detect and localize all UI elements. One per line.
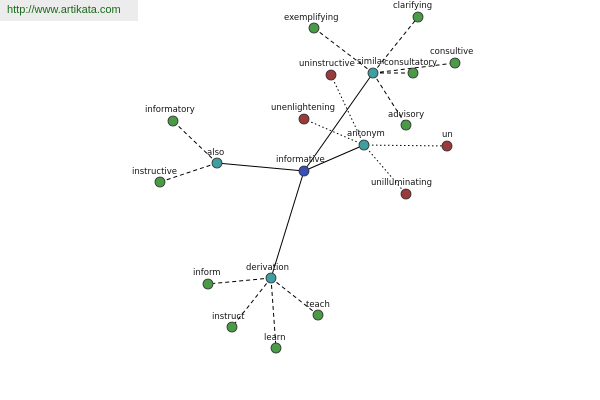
node-label-informative[interactable]: informative <box>276 155 325 165</box>
node-uninstructive[interactable] <box>325 69 337 81</box>
node-unilluminating[interactable] <box>400 188 412 200</box>
node-label-consultive[interactable]: consultive <box>430 47 473 57</box>
node-label-uninstructive[interactable]: uninstructive <box>299 59 355 69</box>
node-unenlightening[interactable] <box>298 113 310 125</box>
node-similar[interactable] <box>367 67 379 79</box>
edge-also-informatory <box>172 120 218 164</box>
node-label-derivation[interactable]: derivation <box>246 263 289 273</box>
node-label-clarifying[interactable]: clarifying <box>393 1 432 11</box>
edge-similar-exemplifying <box>313 27 374 74</box>
edge-antonym-unenlightening <box>303 118 365 146</box>
edge-similar-advisory <box>372 72 407 126</box>
node-label-instruct[interactable]: instruct <box>212 312 245 322</box>
edge-informative-similar <box>303 72 374 172</box>
edge-informative-derivation <box>270 170 305 279</box>
node-label-instructive[interactable]: instructive <box>132 167 177 177</box>
node-antonym[interactable] <box>358 139 370 151</box>
node-consultive[interactable] <box>449 57 461 69</box>
node-label-exemplifying[interactable]: exemplifying <box>284 13 339 23</box>
node-label-inform[interactable]: inform <box>193 268 221 278</box>
node-label-similar[interactable]: similar <box>357 57 386 67</box>
edge-antonym-uninstructive <box>330 74 365 146</box>
graph-labels: informative similar antonym also derivation e… <box>132 1 473 343</box>
edge-antonym-un <box>363 144 448 147</box>
site-url-banner[interactable]: http://www.artikata.com <box>0 0 138 21</box>
node-label-advisory[interactable]: advisory <box>388 110 424 120</box>
node-exemplifying[interactable] <box>308 22 320 34</box>
node-label-unilluminating[interactable]: unilluminating <box>371 178 432 188</box>
edge-derivation-instruct <box>231 277 272 328</box>
node-label-learn[interactable]: learn <box>264 333 286 343</box>
node-consultatory[interactable] <box>407 67 419 79</box>
edge-informative-antonym <box>303 144 365 172</box>
edge-similar-clarifying <box>372 16 419 74</box>
edge-antonym-unilluminating <box>363 144 407 195</box>
node-label-unenlightening[interactable]: unenlightening <box>271 103 335 113</box>
node-label-un[interactable]: un <box>442 130 453 140</box>
edge-derivation-learn <box>270 277 277 349</box>
node-label-antonym[interactable]: antonym <box>347 129 385 139</box>
node-learn[interactable] <box>270 342 282 354</box>
node-advisory[interactable] <box>400 119 412 131</box>
node-informative[interactable] <box>298 165 310 177</box>
node-teach[interactable] <box>312 309 324 321</box>
node-label-teach[interactable]: teach <box>306 300 330 310</box>
graph-edges <box>159 16 456 349</box>
edge-informative-also <box>216 162 305 172</box>
edge-derivation-teach <box>270 277 319 316</box>
node-un[interactable] <box>441 140 453 152</box>
node-derivation[interactable] <box>265 272 277 284</box>
node-instructive[interactable] <box>154 176 166 188</box>
node-also[interactable] <box>211 157 223 169</box>
node-clarifying[interactable] <box>412 11 424 23</box>
node-instruct[interactable] <box>226 321 238 333</box>
graph-nodes <box>154 11 461 354</box>
node-label-also[interactable]: also <box>207 148 224 158</box>
node-informatory[interactable] <box>167 115 179 127</box>
edge-derivation-inform <box>207 277 272 285</box>
node-label-consultatory[interactable]: consultatory <box>384 58 437 68</box>
edge-also-instructive <box>159 162 218 183</box>
node-inform[interactable] <box>202 278 214 290</box>
node-label-informatory[interactable]: informatory <box>145 105 195 115</box>
